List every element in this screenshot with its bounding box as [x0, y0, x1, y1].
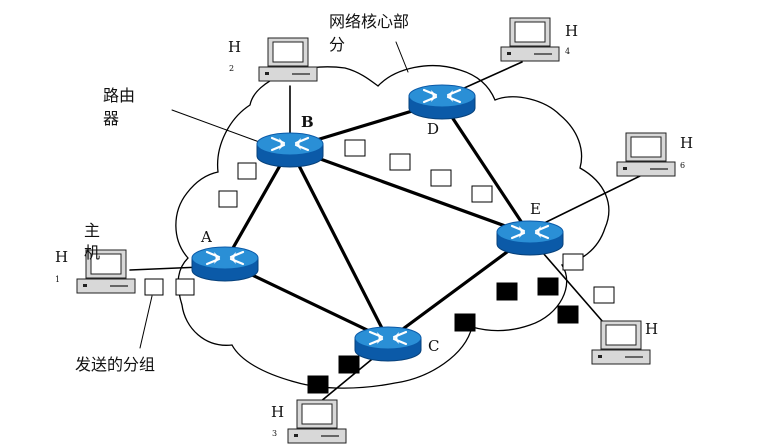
host-h4-icon — [500, 17, 560, 62]
core-pointer-line — [395, 41, 409, 73]
link-a-b — [223, 146, 292, 264]
host-sub-h2: 2 — [229, 64, 235, 73]
empty-packets — [144, 139, 615, 304]
router-label-line2: 器 — [103, 109, 120, 128]
packet-empty — [344, 139, 366, 157]
packet-empty — [144, 278, 164, 296]
packet-empty — [389, 153, 411, 171]
packet-empty — [562, 253, 584, 271]
router-a-icon — [190, 245, 260, 283]
host-label-h1: H — [55, 248, 69, 266]
host-h3-icon — [287, 399, 347, 444]
host-sub-h1: 1 — [55, 275, 61, 284]
host-sub-h4: 4 — [565, 47, 571, 56]
host-label-h2: H — [228, 38, 242, 56]
node-label-e: E — [530, 200, 541, 218]
packet-filled — [496, 282, 518, 301]
filled-packets — [307, 277, 579, 394]
packet-empty — [237, 162, 257, 180]
link-e-h6 — [529, 175, 641, 231]
host-label-h6: H — [680, 134, 694, 152]
link-d-e — [440, 100, 532, 237]
router-c-icon — [353, 325, 423, 363]
packet-filled — [557, 305, 579, 324]
router-e-icon — [495, 219, 565, 257]
router-b-icon — [255, 131, 325, 169]
host-sub-h6: 6 — [680, 161, 686, 170]
packets-pointer-line — [139, 295, 153, 349]
node-label-b: B — [301, 113, 314, 131]
packet-empty — [471, 185, 493, 203]
host-label-line2: 机 — [84, 243, 101, 262]
host-sub-h3: 3 — [272, 429, 278, 438]
packet-filled — [537, 277, 559, 296]
router-label-line1: 路由 — [103, 86, 136, 105]
node-label-c: C — [428, 337, 440, 355]
packet-filled — [307, 375, 329, 394]
core-label-line2: 分 — [329, 35, 346, 54]
link-b-c — [288, 146, 390, 342]
router-pointer-line — [171, 109, 263, 144]
packet-empty — [175, 278, 195, 296]
host-label-h5: H — [645, 320, 659, 338]
packet-empty — [430, 169, 452, 187]
router-d-icon — [407, 83, 477, 121]
packet-filled — [338, 355, 360, 374]
packet-empty — [218, 190, 238, 208]
link-b-e — [288, 146, 532, 237]
packet-filled — [454, 313, 476, 332]
host-h5-icon — [591, 320, 651, 365]
node-label-d: D — [427, 120, 440, 138]
host-label-h3: H — [271, 403, 285, 421]
host-label-h4: H — [565, 22, 579, 40]
host-h6-icon — [616, 132, 676, 177]
host-label-line1: 主 — [84, 221, 101, 240]
core-label-line1: 网络核心部 — [329, 12, 410, 31]
host-h2-icon — [258, 37, 318, 82]
link-c-e — [386, 233, 532, 342]
packets-label: 发送的分组 — [75, 355, 156, 374]
node-label-a: A — [201, 228, 212, 246]
packet-empty — [593, 286, 615, 304]
